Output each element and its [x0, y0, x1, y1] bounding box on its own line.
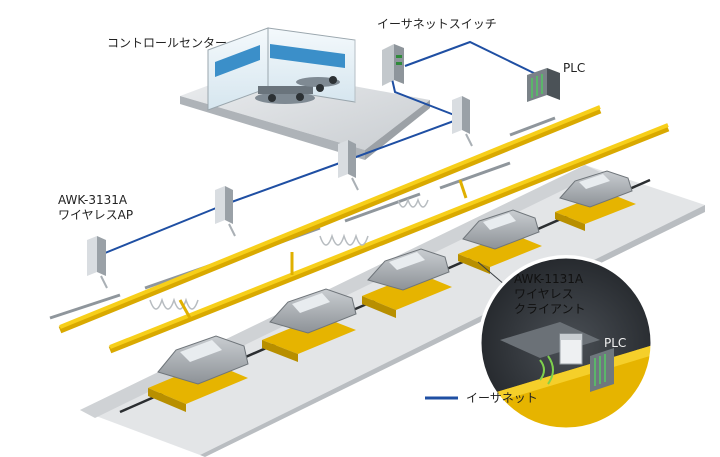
label-client-model: AWK-1131A — [514, 272, 584, 286]
zoom-inset — [478, 255, 654, 431]
coiled-cables — [149, 197, 429, 310]
ethernet-links — [99, 40, 541, 256]
label-control-center: コントロールセンター — [107, 36, 228, 50]
access-point-1 — [452, 96, 473, 147]
vehicle-carrier-5 — [555, 170, 636, 231]
label-ap-type: ワイヤレスAP — [58, 208, 134, 222]
drop-rods — [178, 179, 468, 319]
vehicle-carrier-2 — [262, 288, 357, 362]
ethernet-switch-device — [382, 44, 404, 86]
label-plc-top: PLC — [563, 61, 586, 75]
vehicle-carrier-1 — [148, 335, 249, 412]
access-point-3 — [215, 186, 236, 237]
label-ap-model: AWK-3131A — [58, 193, 128, 207]
overhead-rails — [58, 105, 670, 354]
control-room — [180, 27, 430, 160]
label-client-type-1: ワイヤレス — [514, 287, 574, 301]
label-client-type-2: クライアント — [514, 302, 586, 316]
label-plc-zoom: PLC — [604, 336, 627, 350]
access-point-4 — [87, 236, 108, 289]
label-ethernet-switch: イーサネットスイッチ — [377, 17, 497, 31]
legend-ethernet-label: イーサネット — [466, 391, 538, 405]
zoom-pointer — [477, 261, 506, 286]
plc-top-device — [527, 68, 560, 102]
vehicle-carrier-4 — [458, 209, 542, 274]
access-point-2 — [338, 140, 359, 191]
vehicle-carrier-3 — [362, 248, 452, 318]
